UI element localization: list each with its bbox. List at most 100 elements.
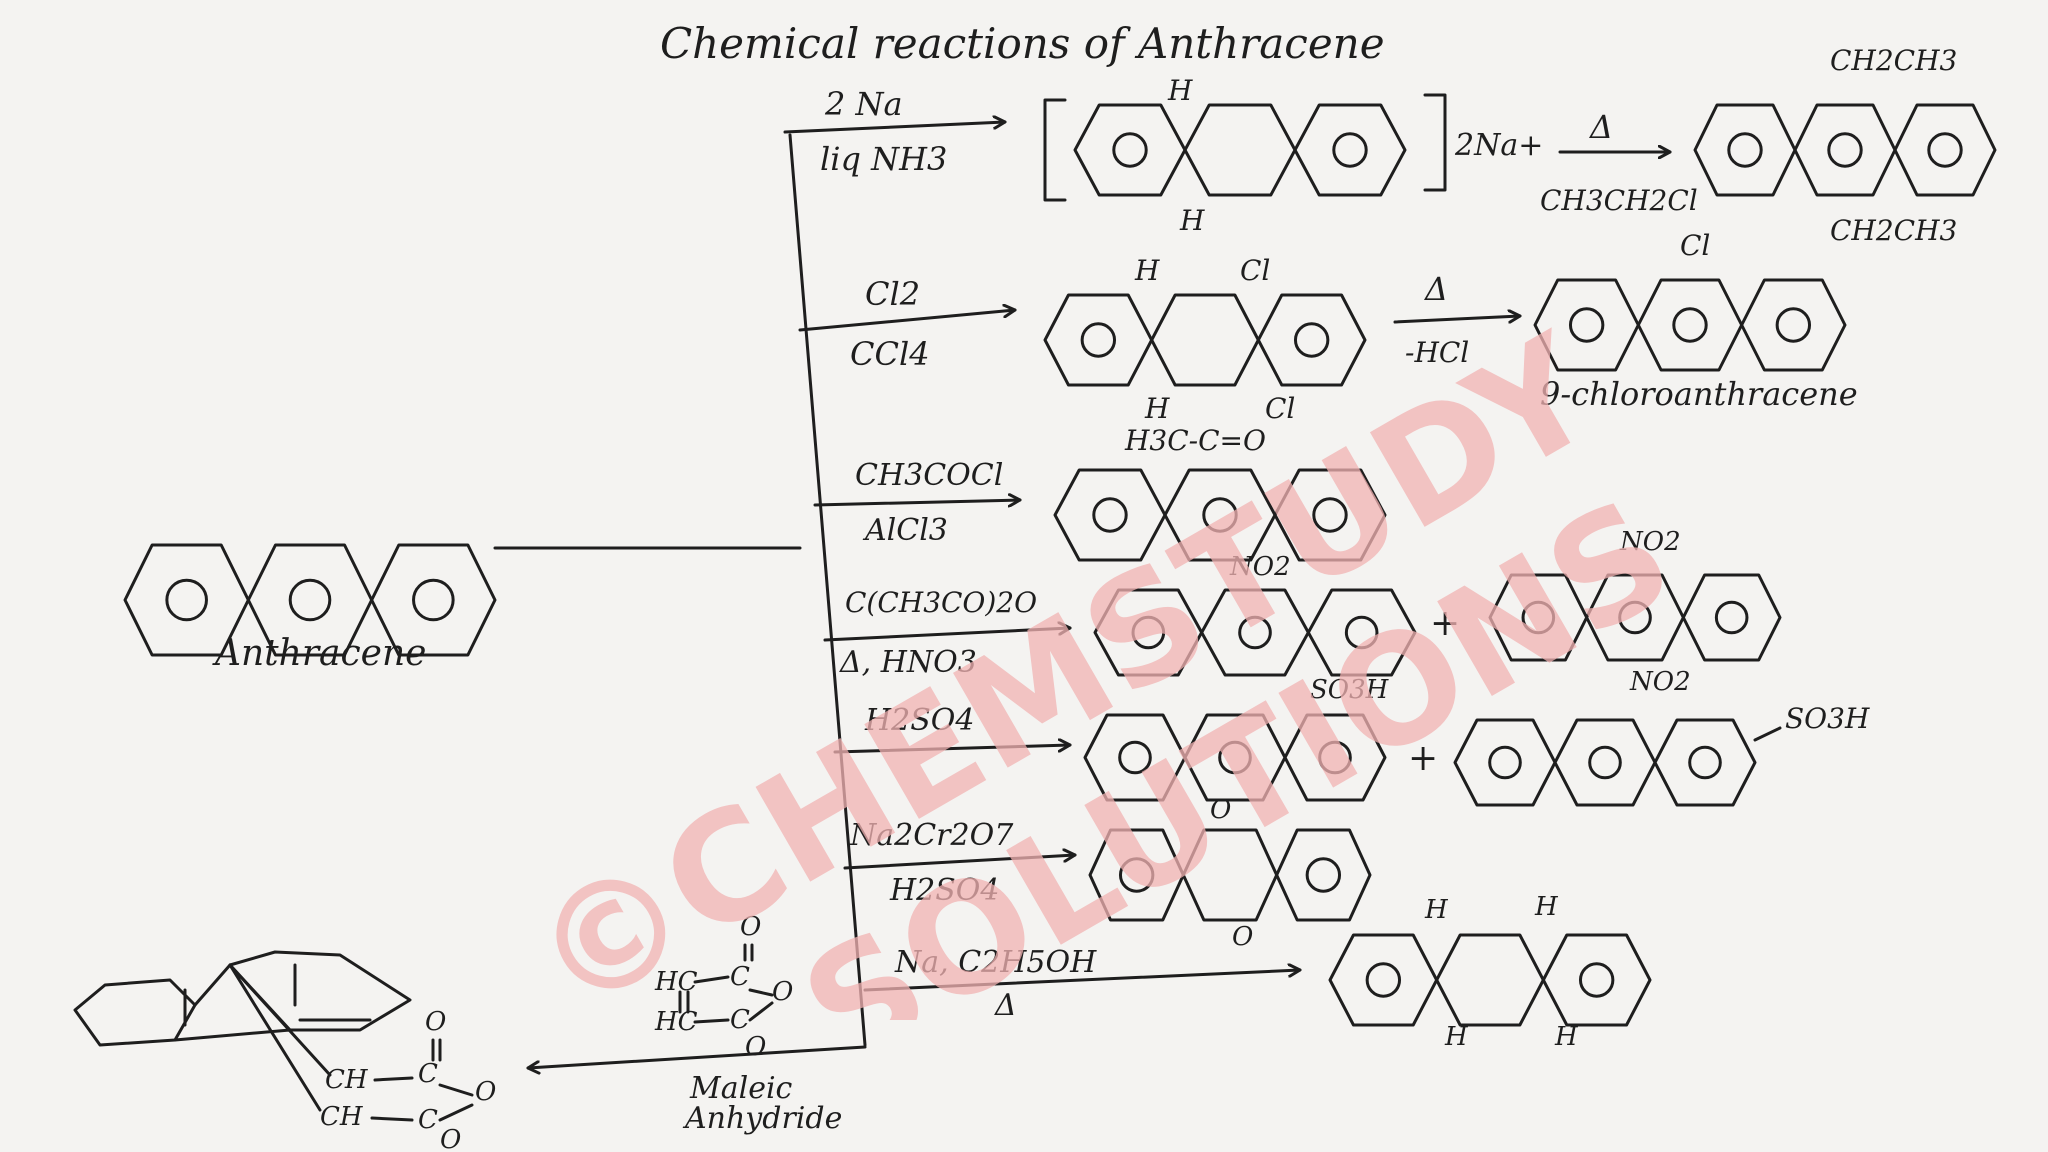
reagent-maleic-line1: Maleic — [689, 1071, 793, 1106]
sulfonation-plus: + — [1408, 738, 1438, 779]
reaction-reduction: Na, C2H5OH Δ H H H H — [863, 892, 1652, 1052]
benzene-ring — [1083, 713, 1187, 802]
benzene-ring — [1681, 573, 1782, 662]
adduct-h-bottom: H — [1144, 392, 1170, 425]
dinitroanthracene-structure — [1488, 573, 1782, 662]
aromatic-circle — [1827, 132, 1863, 168]
benzene-ring — [1893, 103, 1997, 197]
reagent-nitration-top: C(CH3CO)2O — [845, 586, 1037, 619]
dianion-h-bottom: H — [1179, 204, 1205, 237]
aromatic-circle — [1118, 857, 1155, 893]
adduct-ch-top: CH — [325, 1065, 369, 1095]
adduct-cl-top: Cl — [1240, 254, 1270, 287]
reagent-chlorination-top: Cl2 — [865, 275, 920, 313]
benzene-ring — [1653, 718, 1757, 807]
aromatic-circle — [1080, 322, 1117, 358]
arrow-chlorination — [798, 310, 1017, 332]
benzene-ring — [1283, 713, 1387, 802]
aromatic-circle — [412, 578, 455, 622]
aromatic-circle — [1688, 745, 1722, 780]
reagent-nitration-bottom: Δ, HNO3 — [839, 645, 977, 680]
reagent-reduction-bottom: Δ — [994, 988, 1017, 1023]
benzene-ring — [1328, 933, 1439, 1027]
arrow-chlorination-step2 — [1393, 316, 1522, 322]
arrow-oxidation — [843, 855, 1077, 870]
dichloro-adduct-structure — [1043, 293, 1367, 387]
reagent-reduction-top: Na, C2H5OH — [894, 945, 1097, 980]
dihydro-h4: H — [1554, 1022, 1579, 1052]
reagent-chlorination-bottom: CCl4 — [850, 335, 930, 373]
benzene-ring — [1693, 103, 1797, 197]
aromatic-circle — [1312, 497, 1348, 533]
benzene-ring — [1043, 293, 1154, 387]
aromatic-circle — [1727, 132, 1763, 168]
reagent-acylation-bottom: AlCl3 — [862, 513, 948, 548]
aromatic-circle — [1305, 857, 1342, 893]
benzene-ring — [1488, 573, 1589, 662]
dihydroanthracene-structure — [1328, 933, 1652, 1027]
reagent-sulfonation-top: H2SO4 — [864, 703, 974, 738]
reagent-oxidation-bottom: H2SO4 — [889, 873, 999, 908]
birch-step2-bottom: CH3CH2Cl — [1540, 184, 1698, 217]
adduct-left-ring — [73, 978, 197, 1047]
reagent-maleic-line2: Anhydride — [682, 1101, 842, 1136]
benzene-ring — [1073, 103, 1187, 197]
aromatic-circle — [1672, 307, 1708, 343]
bracket-left — [1043, 98, 1067, 202]
sulfonic-bond-2 — [1753, 726, 1782, 742]
benzene-ring — [1585, 573, 1685, 662]
dihydro-h2: H — [1534, 892, 1559, 922]
anthracene-label: Anthracene — [212, 633, 426, 674]
aromatic-circle — [1112, 132, 1148, 168]
aromatic-circle — [1344, 615, 1379, 650]
dianion-h-top: H — [1167, 74, 1193, 107]
arrow-nitration — [823, 628, 1072, 642]
arrow-acylation — [813, 500, 1022, 505]
diethyl-top-label: CH2CH3 — [1830, 44, 1957, 77]
adduct-cl-bottom: Cl — [1265, 392, 1295, 425]
dianion-counterion: 2Na+ — [1454, 128, 1543, 163]
chlorination-step2-top: Δ — [1423, 270, 1448, 308]
nitration-plus: + — [1430, 603, 1460, 644]
aromatic-circle — [1218, 740, 1252, 775]
ma-label-c2: C — [730, 1005, 750, 1035]
adduct-bridge — [173, 963, 332, 1112]
benzene-ring — [1150, 293, 1260, 387]
aromatic-circle — [165, 578, 208, 622]
diels-alder-adduct-structure: CH C O CH C O O — [73, 950, 496, 1152]
ma-label-hc2: HC — [654, 1007, 698, 1037]
benzene-ring — [1200, 588, 1310, 677]
ma-label-hc1: HC — [654, 967, 698, 997]
birch-step2-top: Δ — [1588, 108, 1613, 146]
bracket-right — [1423, 93, 1447, 192]
benzene-ring — [1453, 718, 1557, 807]
acetylanthracene-structure — [1053, 468, 1387, 562]
diethyl-bottom-label: CH2CH3 — [1830, 214, 1957, 247]
benzene-ring — [1533, 278, 1640, 372]
benzene-ring — [1740, 278, 1847, 372]
benzene-ring — [1088, 828, 1185, 922]
benzene-ring — [1541, 933, 1652, 1027]
acetyl-group-label: H3C-C=O — [1124, 424, 1266, 457]
benzene-ring — [1793, 103, 1897, 197]
ma-label-o1: O — [740, 912, 761, 942]
dihydro-h1: H — [1424, 895, 1449, 925]
benzene-ring — [1553, 718, 1657, 807]
adduct-right-ring — [228, 950, 412, 1032]
sulfonic-label-1: SO3H — [1310, 675, 1390, 705]
aromatic-circle — [1488, 745, 1522, 780]
benzene-ring — [1053, 468, 1167, 562]
reagent-oxidation-top: Na2Cr2O7 — [849, 818, 1014, 853]
adduct-c-bottom: C — [418, 1105, 438, 1135]
aromatic-circle — [1521, 600, 1556, 635]
aromatic-circle — [1202, 497, 1238, 533]
sulfonic-acid-9-structure — [1083, 713, 1387, 802]
nitro-label: NO2 — [1229, 552, 1291, 582]
ma-label-o-ring: O — [772, 977, 793, 1007]
adduct-c-top: C — [418, 1059, 438, 1089]
aromatic-circle — [1714, 600, 1749, 635]
aromatic-circle — [1318, 740, 1352, 775]
reaction-acylation: CH3COCl AlCl3 H3C-C=O — [813, 424, 1387, 562]
benzene-ring — [1275, 828, 1372, 922]
chloroanthracene-name: 9-chloroanthracene — [1540, 375, 1858, 413]
